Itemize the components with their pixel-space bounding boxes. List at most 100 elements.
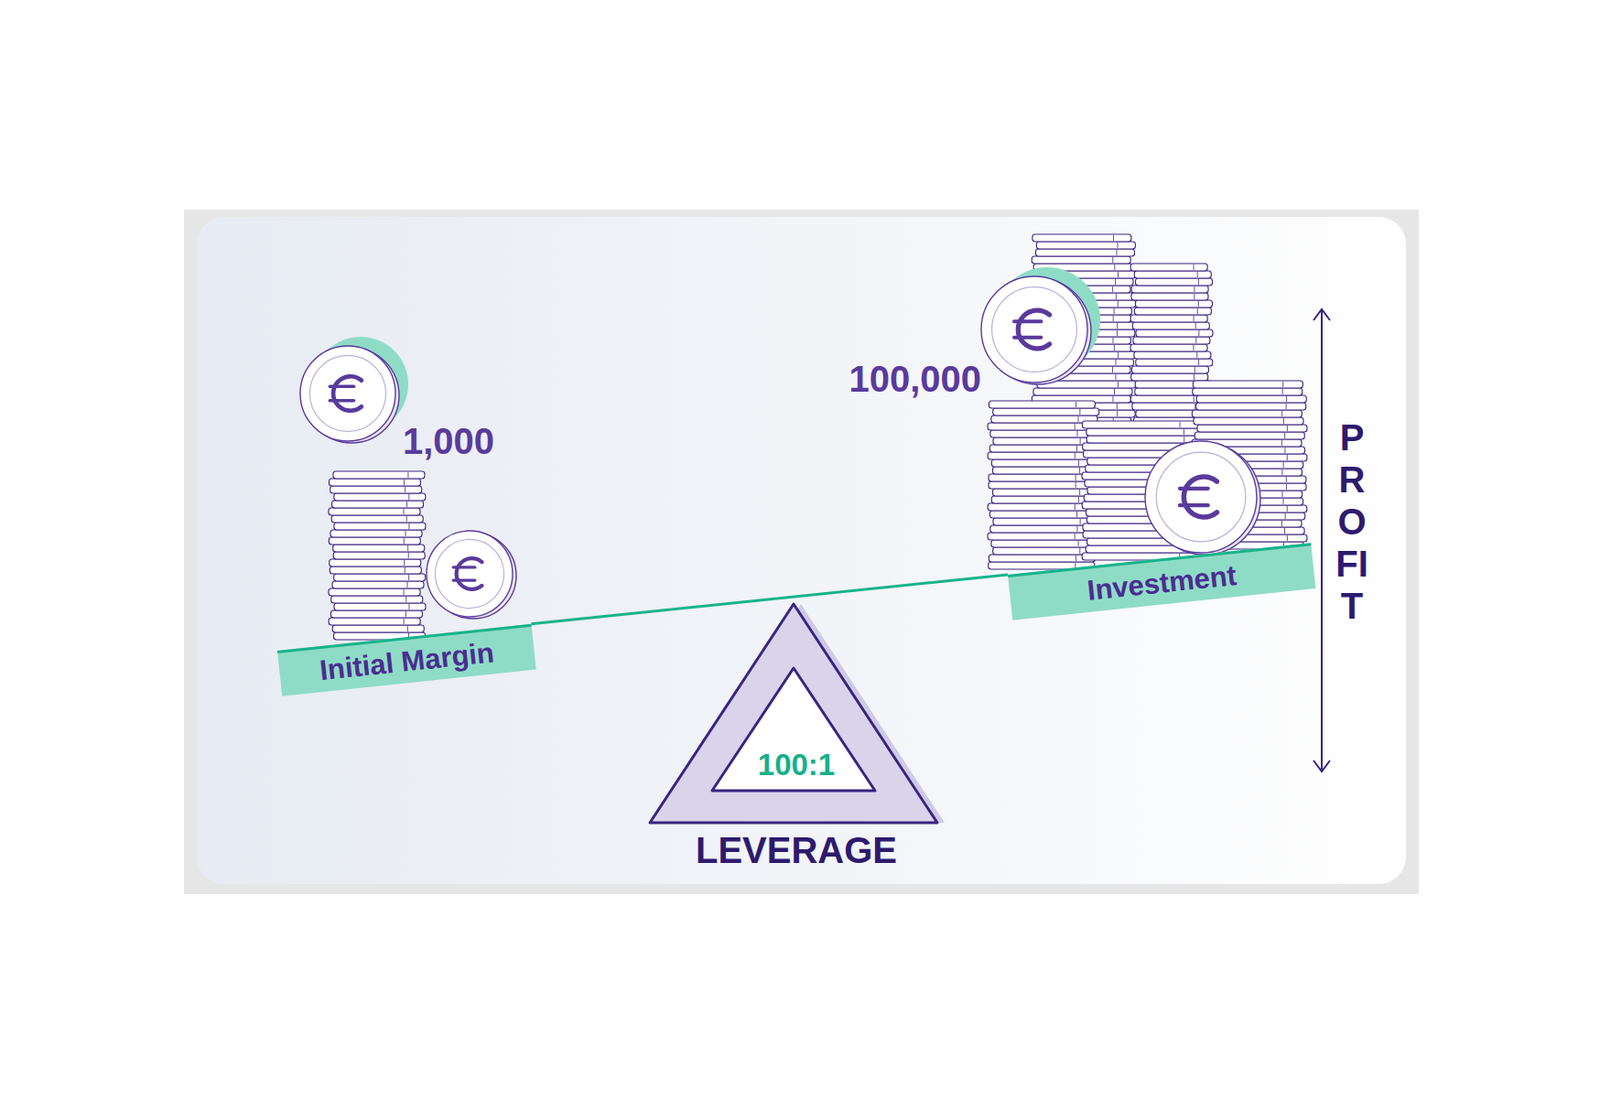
coin-stacks: [300, 234, 1308, 640]
coin-slab: [1131, 366, 1209, 374]
coin-slab: [1086, 428, 1206, 436]
coin-slab: [1135, 329, 1213, 337]
coin-slab: [1130, 314, 1208, 323]
coin-edge: [1196, 352, 1198, 358]
coin-ring: [309, 355, 386, 432]
coin-edge: [1281, 410, 1283, 417]
coin-slab: [1036, 241, 1136, 249]
coin-edge: [1286, 476, 1287, 483]
triangle-outline: [640, 599, 952, 875]
investment-amount: 100,000: [796, 360, 982, 398]
coin-slab: [1130, 344, 1208, 352]
coin-edge: [408, 604, 410, 610]
coin-slab: [1191, 410, 1302, 418]
coin-edge: [1194, 367, 1196, 373]
coin-slab: [328, 508, 421, 516]
coin-slab: [1134, 270, 1211, 279]
coin-edge: [1286, 454, 1288, 461]
coin-slab: [991, 496, 1098, 504]
coin-edge: [1116, 242, 1118, 249]
coin-slab: [334, 573, 426, 582]
coin-ring: [434, 539, 504, 608]
coin-edge: [1080, 438, 1082, 444]
coin-edge: [1078, 460, 1080, 466]
coin-edge: [406, 501, 408, 508]
coin-edge: [1074, 562, 1076, 569]
coin-edge: [1183, 429, 1185, 435]
coin-edge: [1112, 396, 1114, 402]
coin-slab: [1081, 552, 1201, 561]
coin-slab: [1131, 373, 1209, 381]
coin-slab: [328, 588, 421, 596]
coin-slab: [1131, 292, 1209, 301]
coin-edge: [1112, 337, 1114, 344]
coin-edge: [403, 479, 405, 486]
leverage-fulcrum: 100:1LEVERAGE: [640, 599, 952, 875]
coin-edge: [1193, 293, 1195, 300]
coin-edge: [1193, 264, 1195, 271]
coin-edge: [408, 574, 410, 581]
inner-triangle: [712, 668, 876, 791]
coin-edge: [1195, 337, 1197, 344]
coin-edge: [403, 538, 405, 544]
coin-edge: [405, 530, 407, 537]
euro-bar: [453, 578, 476, 582]
coin-edge: [404, 486, 406, 493]
coin-edge: [1080, 518, 1082, 525]
coin-edge: [1117, 381, 1119, 388]
coin-edge: [1113, 389, 1115, 395]
euro-bar: [1179, 503, 1209, 508]
coin-slab: [332, 625, 424, 633]
coin-edge: [1117, 301, 1119, 307]
coin-slab: [987, 532, 1094, 541]
coin-edge: [1194, 403, 1196, 410]
coin-edge: [408, 552, 410, 559]
coin-edge: [1197, 308, 1199, 314]
coin-edge: [1076, 526, 1078, 532]
coin-slab: [988, 400, 1095, 409]
coin-edge: [1192, 345, 1194, 351]
coin-stack: [328, 471, 426, 640]
coin-edge: [1112, 286, 1114, 292]
coin-edge: [1193, 374, 1195, 380]
coin-edge: [1075, 401, 1077, 408]
arrow-head: [1313, 760, 1330, 772]
coin-edge: [1113, 315, 1114, 322]
coin-slab: [1134, 307, 1211, 315]
coin-slab: [331, 515, 423, 523]
arrow-shaft: [1320, 309, 1323, 772]
coin-edge: [1078, 416, 1080, 422]
euro-bar: [329, 384, 354, 389]
coin-slab: [1135, 300, 1212, 308]
coin-edge: [1281, 440, 1283, 446]
coin-slab: [993, 408, 1100, 416]
coin-edge: [405, 611, 407, 617]
coin-slab: [1033, 388, 1133, 396]
coin-slab: [1032, 234, 1132, 242]
coin-slab: [1133, 336, 1211, 345]
coin-slab: [328, 617, 421, 626]
coin-edge: [1179, 421, 1181, 428]
coin-edge: [1198, 301, 1200, 307]
coin-edge: [1183, 436, 1185, 443]
coin-edge: [1112, 367, 1114, 373]
coin-slab: [1081, 421, 1201, 429]
coin-edge: [1283, 542, 1285, 549]
coin-edge: [403, 618, 405, 625]
coin-edge: [406, 582, 408, 588]
coin-edge: [1117, 271, 1119, 278]
coin-slab: [991, 540, 1098, 548]
coin-edge: [1197, 271, 1199, 278]
coin-slab: [332, 581, 424, 589]
coin-edge: [1079, 548, 1081, 554]
euro-coin: [300, 336, 409, 444]
coin-edge: [1074, 504, 1076, 510]
coin-slab: [1194, 432, 1305, 440]
band-label: Investment: [1085, 561, 1238, 606]
coin-edge: [1282, 381, 1284, 388]
coin-edge: [1286, 396, 1287, 402]
coin-slab: [988, 474, 1095, 482]
